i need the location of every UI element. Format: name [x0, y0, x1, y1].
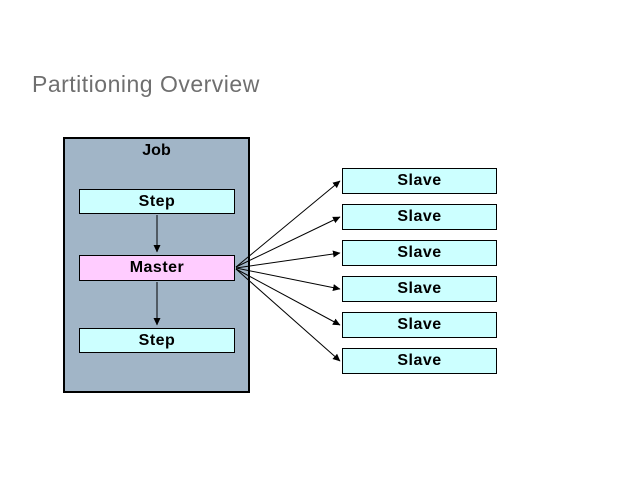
slave-box: Slave [342, 348, 497, 374]
arrow-master-to-slave-1 [235, 180, 341, 268]
step-box-top: Step [79, 189, 235, 214]
arrow-master-to-slave-3 [235, 250, 341, 269]
arrow-master-to-slave-2 [235, 216, 341, 268]
job-label: Job [142, 142, 171, 159]
slave-box: Slave [342, 276, 497, 302]
slave-box: Slave [342, 312, 497, 338]
arrow-master-to-slave-6 [235, 268, 341, 362]
slave-box: Slave [342, 168, 497, 194]
slave-box: Slave [342, 204, 497, 230]
page-title: Partitioning Overview [32, 71, 260, 97]
arrow-master-to-slave-5 [235, 268, 341, 326]
slave-box: Slave [342, 240, 497, 266]
master-box: Master [79, 255, 235, 281]
step-box-bottom: Step [79, 328, 235, 353]
arrow-master-to-slave-4 [235, 267, 341, 292]
